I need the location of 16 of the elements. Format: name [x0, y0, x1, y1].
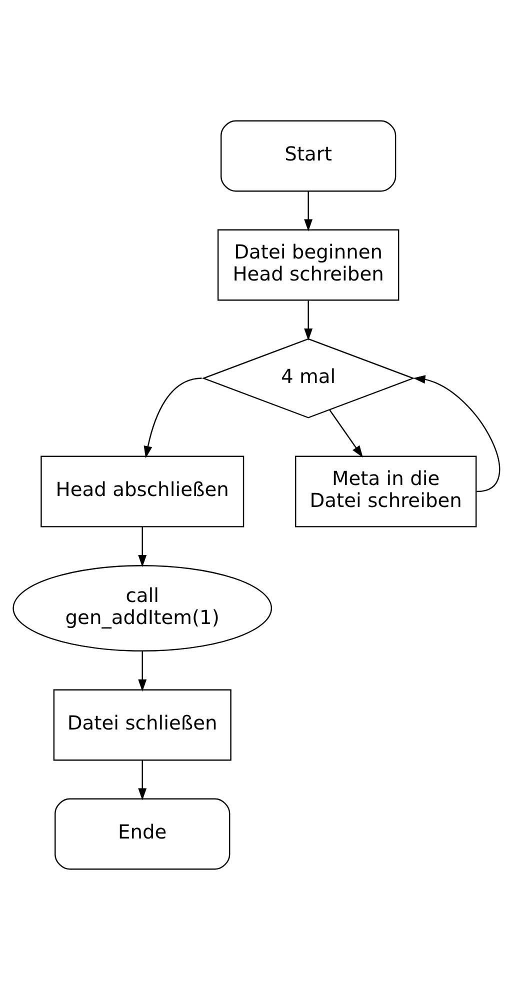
node-diamond: 4 mal [202, 338, 415, 418]
arrow [138, 526, 147, 567]
node-box: Datei schließen [53, 688, 232, 760]
arrow [329, 408, 364, 458]
node-box: Ende [54, 798, 230, 870]
node-box: Start [220, 120, 396, 192]
node-ellipse: call gen_addItem(1) [12, 564, 272, 652]
node-box: Meta in die Datei schreiben [295, 455, 477, 527]
node-box: Head abschließen [40, 455, 244, 527]
arrow [413, 374, 500, 492]
node-box: Datei beginnen Head schreiben [217, 228, 400, 300]
arrow [138, 760, 147, 800]
arrow [144, 377, 202, 458]
arrow [138, 650, 147, 692]
arrow [304, 300, 313, 340]
arrow [304, 191, 313, 231]
